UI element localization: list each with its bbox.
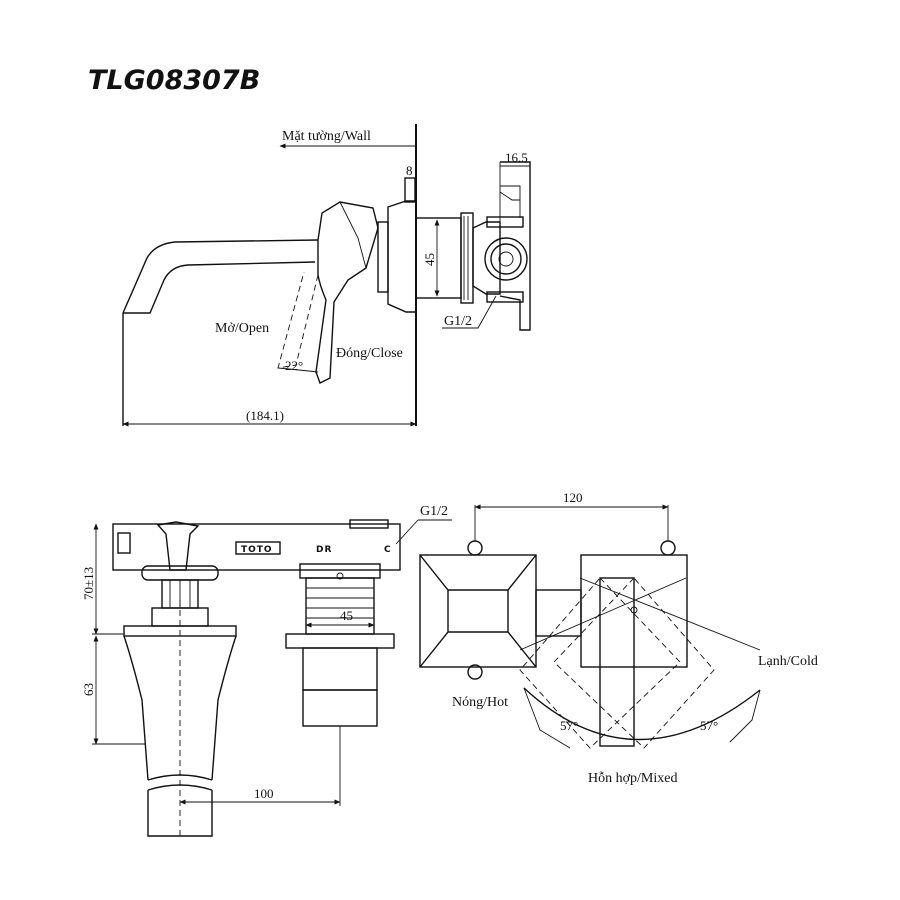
swing-arc-outer	[523, 687, 761, 741]
lever-handle-open	[277, 271, 319, 369]
hot-label: Nóng/Hot	[452, 695, 508, 710]
model-title: TLG08307B	[88, 65, 260, 96]
valve-base	[302, 689, 378, 727]
cover-plate	[112, 523, 401, 571]
valve-lower-body	[302, 647, 378, 691]
bracket-detail	[499, 185, 521, 218]
open-label: Mở/Open	[215, 321, 269, 336]
dim-100-label: 100	[254, 786, 274, 801]
body-neck	[377, 221, 389, 293]
inlet-top-lug	[486, 216, 524, 228]
lever-rotated-left	[519, 577, 681, 749]
dim-8-label: 8	[406, 163, 413, 178]
lever-cross	[156, 521, 200, 571]
valve-screw	[336, 572, 344, 580]
cold-hole-top	[660, 540, 676, 556]
g12-label-front: G1/2	[420, 504, 448, 519]
top-view: 120 57° 57° Nóng/Hot Lạnh/Cold Hỗn hợp/M…	[419, 490, 818, 786]
mixer-lever	[599, 577, 635, 747]
valve-threaded-body	[305, 577, 375, 635]
inlet-outer-ring	[484, 237, 528, 281]
dim-184-label: (184.1)	[246, 408, 284, 423]
spout-top-edge	[122, 239, 319, 314]
hot-hole-bottom	[467, 664, 483, 680]
lever-base	[141, 565, 219, 581]
wall-label: Mặt tường/Wall	[282, 129, 371, 144]
spout-bottom-edge	[123, 261, 316, 314]
wall-flange	[387, 200, 417, 313]
angle-arc	[277, 367, 319, 373]
swing-arc-ends	[523, 687, 761, 749]
dim-70-label: 70±13	[81, 567, 96, 600]
lever-edge	[339, 201, 367, 269]
front-view: TOTO DR C 70±13 63	[81, 504, 452, 838]
lever-handle-closed	[315, 201, 379, 384]
inlet-housing	[472, 221, 501, 295]
valve-collar	[460, 212, 474, 304]
dim-120-label: 120	[563, 490, 583, 505]
swing-guides	[519, 577, 761, 651]
angle-22-label: 22°	[285, 358, 303, 373]
hot-cap-bevel	[419, 554, 537, 668]
dim-63-label: 63	[81, 683, 96, 696]
angle-57-left-label: 57°	[560, 718, 578, 733]
g12-label-side: G1/2	[444, 314, 472, 329]
toto-label: TOTO	[241, 545, 273, 555]
hot-hole-top	[467, 540, 483, 556]
connector-bar	[535, 589, 582, 637]
inlet-inner-ring	[490, 243, 522, 275]
plate-right-knob	[349, 519, 389, 529]
dr-label: DR	[316, 545, 332, 555]
plate-notch	[117, 532, 131, 554]
g12-leader-front	[395, 519, 452, 545]
inlet-center	[498, 251, 514, 267]
toto-badge	[235, 541, 281, 555]
c-label: C	[384, 545, 392, 555]
hot-cap	[419, 554, 537, 668]
valve-top-ring	[299, 563, 381, 579]
valve-flange	[285, 633, 395, 649]
dim-16-5-label: 16.5	[505, 150, 528, 165]
inlet-bottom-lug	[486, 291, 524, 303]
spout-break	[147, 774, 213, 791]
angle-57-right-label: 57°	[700, 718, 718, 733]
cold-label: Lạnh/Cold	[758, 654, 818, 669]
mounting-bracket	[499, 161, 531, 331]
spout-taper	[123, 635, 237, 781]
lever-rotated-right	[553, 577, 715, 749]
spout-tail	[147, 790, 213, 837]
dim-45-front-label: 45	[340, 608, 353, 623]
flange-stem	[404, 177, 416, 203]
g12-leader-side	[442, 295, 497, 329]
side-view: Mặt tường/Wall 22° Mở/Open Đóng/Close 8 …	[122, 124, 531, 427]
dim-45-label: 45	[422, 253, 437, 266]
mixed-label: Hỗn hợp/Mixed	[588, 771, 677, 786]
close-label: Đóng/Close	[336, 346, 403, 361]
